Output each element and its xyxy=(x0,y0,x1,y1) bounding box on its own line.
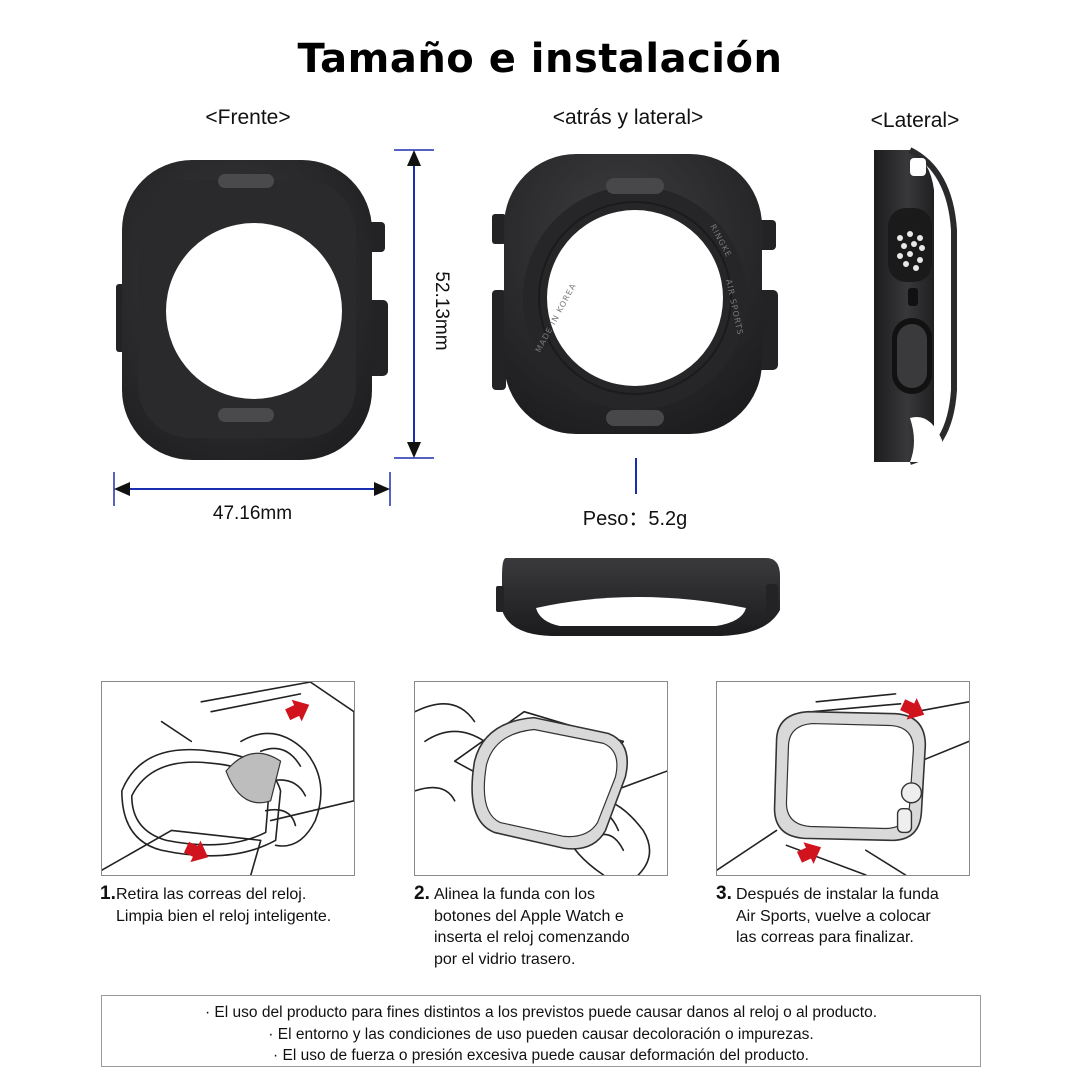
view-label-front: <Frente> xyxy=(205,106,291,129)
step-3-line-2: Air Sports, vuelve a colocar xyxy=(736,907,931,925)
height-dimension-line xyxy=(394,149,434,459)
case-back-view: MADE IN KOREA RINGKE AIR SPORTS xyxy=(492,154,778,434)
width-dimension-line xyxy=(113,472,391,506)
step-1-line-1: Retira las correas del reloj. xyxy=(116,886,307,903)
step-3-number: 3. xyxy=(716,883,732,904)
page-title: Tamaño e instalación xyxy=(297,36,783,82)
step-1-number: 1. xyxy=(100,883,116,904)
case-bottom-view xyxy=(496,558,780,636)
caution-notes-box: · El uso del producto para fines distint… xyxy=(101,995,981,1067)
step-2-number: 2. xyxy=(414,883,430,904)
weight-pointer-line xyxy=(635,458,637,494)
step-1-line-2: Limpia bien el reloj inteligente. xyxy=(116,907,332,925)
view-label-back-side: <atrás y lateral> xyxy=(552,106,704,129)
step-3-line-3: las correas para finalizar. xyxy=(736,929,914,946)
step-2-text: 2. Alinea la funda con los botones del A… xyxy=(414,883,684,970)
step-2-line-2: botones del Apple Watch e xyxy=(434,907,624,925)
caution-note-1: · El uso del producto para fines distint… xyxy=(204,1004,878,1021)
step-3-text: 3. Después de instalar la funda Air Spor… xyxy=(716,883,986,949)
step-2-line-3: inserta el reloj comenzando xyxy=(434,929,630,946)
case-side-view xyxy=(874,147,957,465)
caution-note-2: · El entorno y las condiciones de uso pu… xyxy=(268,1025,814,1043)
view-label-side: <Lateral> xyxy=(870,109,960,132)
step-3-line-1: Después de instalar la funda xyxy=(736,886,939,903)
step-1-text: 1. Retira las correas del reloj. Limpia … xyxy=(100,883,400,927)
step-2-line-1: Alinea la funda con los xyxy=(434,886,595,903)
step-2-illustration xyxy=(414,681,668,876)
step-3-illustration xyxy=(716,681,970,876)
case-front-view xyxy=(116,160,388,460)
weight-label: Peso：5.2g xyxy=(582,508,688,530)
step-2-line-4: por el vidrio trasero. xyxy=(434,950,576,968)
height-dimension-label: 52.13mm xyxy=(431,271,452,351)
step-1-illustration xyxy=(101,681,355,876)
caution-note-3: · El uso de fuerza o presión excesiva pu… xyxy=(273,1047,809,1064)
width-dimension-label: 47.16mm xyxy=(212,503,293,524)
